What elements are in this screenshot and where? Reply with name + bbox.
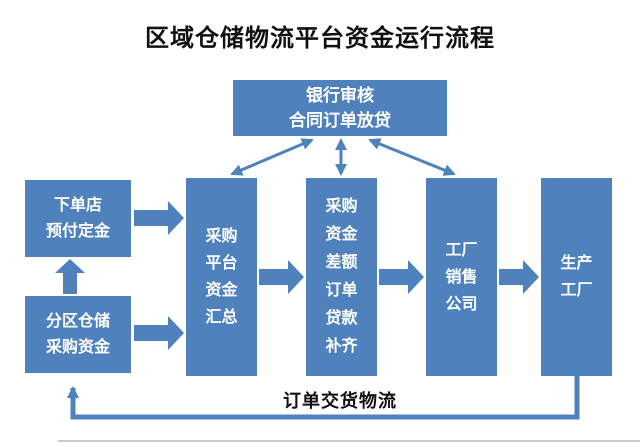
arrow-order-store-to-platform xyxy=(134,201,184,235)
production-factory-box: 生产 工厂 xyxy=(541,178,612,376)
factory-sales-company-box: 工厂 销售 公司 xyxy=(426,178,497,376)
arrow-gap-to-factory-sales xyxy=(379,260,424,294)
arrow-warehouse-to-platform xyxy=(134,316,184,350)
arrow-factory-sales-to-production xyxy=(499,260,539,294)
arrow-platform-to-gap xyxy=(259,260,304,294)
arrow-warehouse-to-order-store xyxy=(55,259,85,294)
arrow-bank-platform-double xyxy=(230,138,314,176)
diagram-title: 区域仓储物流平台资金运行流程 xyxy=(145,25,495,52)
bottom-divider xyxy=(58,440,640,442)
bank-review-box: 银行审核 合同订单放贷 xyxy=(233,80,447,136)
fund-gap-loan-box: 采购 资金 差额 订单 贷款 补齐 xyxy=(306,178,377,376)
zone-warehouse-funds-box: 分区仓储 采购资金 xyxy=(25,296,131,373)
delivery-flow-label: 订单交货物流 xyxy=(283,391,397,411)
arrow-bank-factory-double xyxy=(368,138,456,176)
order-store-deposit-box: 下单店 预付定金 xyxy=(25,180,131,257)
platform-funds-summary-box: 采购 平台 资金 汇总 xyxy=(186,178,257,376)
